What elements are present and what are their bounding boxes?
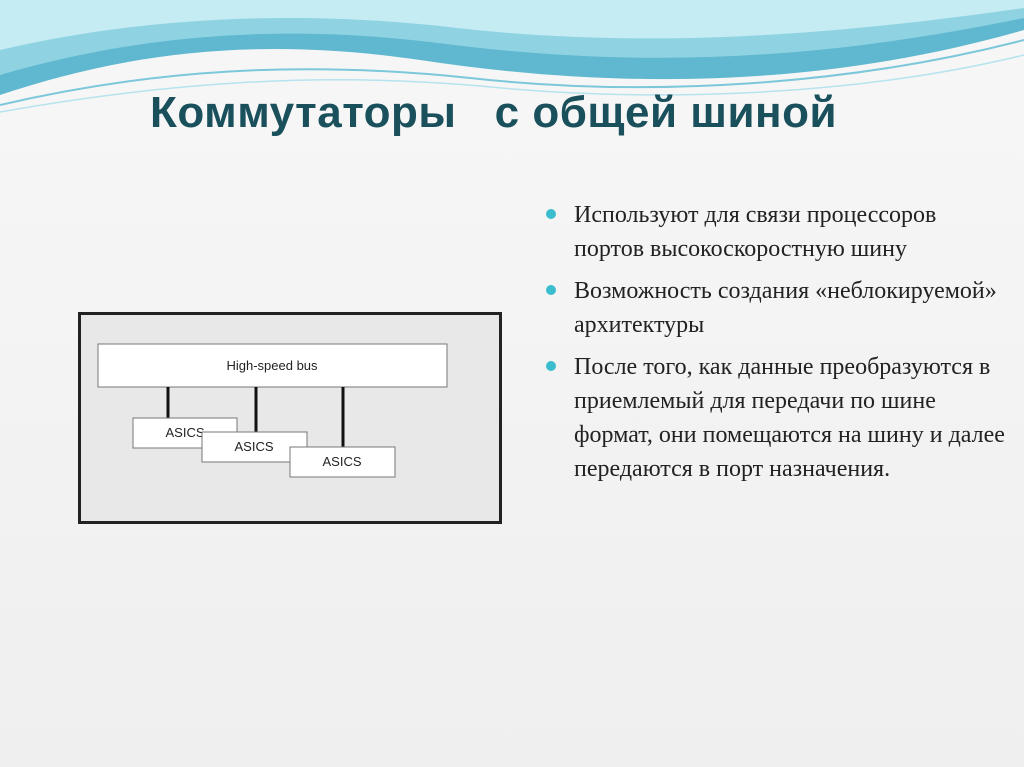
bus-label: High-speed bus [226, 358, 318, 373]
bullet-text: После того, как данные преобразуются в п… [574, 354, 1005, 482]
bullet-dot-icon [546, 209, 556, 219]
slide-title: Коммутаторы с общей шиной [150, 88, 837, 138]
asics-label-3: ASICS [322, 454, 361, 469]
asics-label-2: ASICS [234, 439, 273, 454]
bullet-item: Используют для связи процессоров портов … [540, 198, 1010, 266]
bullet-dot-icon [546, 285, 556, 295]
bullet-item: Возможность создания «неблокируемой» арх… [540, 274, 1010, 342]
bullet-list: Используют для связи процессоров портов … [540, 198, 1010, 494]
bullet-text: Используют для связи процессоров портов … [574, 202, 936, 262]
bullet-dot-icon [546, 361, 556, 371]
bullet-text: Возможность создания «неблокируемой» арх… [574, 278, 997, 338]
bullet-item: После того, как данные преобразуются в п… [540, 350, 1010, 486]
bus-diagram: High-speed bus ASICS ASICS ASICS [78, 312, 502, 524]
asics-label-1: ASICS [165, 425, 204, 440]
